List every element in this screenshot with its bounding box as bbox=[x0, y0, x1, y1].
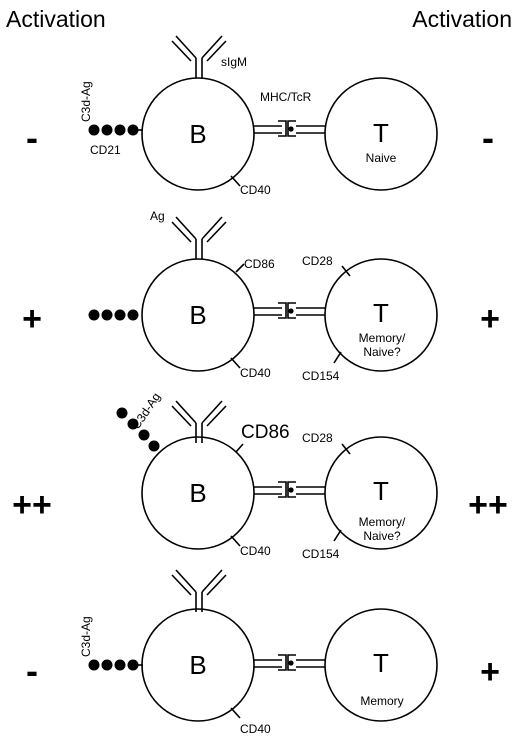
panel-2-b-label: B bbox=[189, 300, 206, 330]
panel-1-right-score: - bbox=[482, 117, 494, 158]
panel-3-t-label: T bbox=[373, 476, 389, 506]
panel-3-chain-label: C3d-Ag bbox=[129, 390, 163, 432]
panel-1-b-label: B bbox=[189, 119, 206, 149]
panel-4-b-cell bbox=[141, 608, 255, 722]
panel-1-t-label: T bbox=[373, 118, 389, 148]
panel-2-t-status-1: Memory/ bbox=[359, 331, 406, 345]
panel-4-mhc-tcr bbox=[254, 654, 325, 671]
panel-4-t-label: T bbox=[373, 648, 389, 678]
panel-2-cd86-label: CD86 bbox=[244, 257, 275, 271]
panel-1-t-status: Naive bbox=[366, 151, 397, 165]
panel-1-mhc-tcr bbox=[254, 120, 325, 137]
panel-4-cd40-label: CD40 bbox=[240, 722, 271, 736]
panel-1-cd40-label: CD40 bbox=[240, 183, 271, 197]
panel-2-t-cell bbox=[324, 258, 438, 372]
panel-4-antibody bbox=[171, 569, 227, 612]
panel-4-b-label: B bbox=[189, 650, 206, 680]
panel-1-antibody bbox=[171, 35, 227, 78]
panel-2-t-label: T bbox=[373, 298, 389, 328]
panel-2-right-score: + bbox=[480, 300, 500, 338]
panel-3-cd86-label: CD86 bbox=[241, 422, 290, 443]
panel-1-b-cell bbox=[141, 77, 255, 191]
panel-2-mhc-tcr bbox=[254, 302, 325, 319]
panel-1-t-cell bbox=[324, 77, 438, 191]
panel-3-b-cell bbox=[141, 436, 255, 550]
panel-4-chain-label: C3d-Ag bbox=[79, 616, 93, 657]
panel-3-antibody bbox=[171, 400, 227, 443]
panel-2-cd154-label: CD154 bbox=[302, 369, 340, 383]
panel-3-cd28-label: CD28 bbox=[302, 431, 333, 445]
panel-3-c3d-chain bbox=[116, 407, 160, 452]
panel-3-cd40-label: CD40 bbox=[240, 544, 271, 558]
panel-4-left-score: - bbox=[26, 650, 38, 691]
panel-3-t-status-2: Naive? bbox=[363, 529, 401, 543]
panel-1-interface-label: MHC/TcR bbox=[260, 90, 312, 104]
panel-4-t-status: Memory bbox=[360, 694, 403, 708]
panel-1-cd21-label: CD21 bbox=[90, 143, 121, 157]
activation-header-right: Activation bbox=[412, 6, 512, 32]
panel-3-cd154-label: CD154 bbox=[302, 547, 340, 561]
panel-4-right-score: + bbox=[480, 653, 500, 691]
panel-2: + + Ag B CD86 CD40 T CD28 CD154 bbox=[22, 209, 500, 383]
panel-2-antibody bbox=[171, 216, 227, 259]
panel-3: ++ ++ C3d-Ag B CD86 CD40 T CD28 bbox=[12, 390, 508, 561]
panel-4-c3d-chain bbox=[88, 659, 139, 671]
panel-1-receptor-label: sIgM bbox=[221, 55, 247, 69]
panel-4: - + C3d-Ag B CD40 T Memory bbox=[26, 569, 500, 736]
panel-2-dot-chain bbox=[88, 309, 139, 321]
panel-2-cd28-label: CD28 bbox=[302, 254, 333, 268]
panel-3-b-label: B bbox=[189, 478, 206, 508]
panel-1: - - sIgM C3d-Ag CD21 B MHC/TcR bbox=[26, 35, 494, 197]
panel-2-antigen-label: Ag bbox=[150, 209, 165, 223]
panel-2-t-status-2: Naive? bbox=[363, 345, 401, 359]
panel-3-left-score: ++ bbox=[12, 486, 52, 524]
panel-1-c3d-chain bbox=[88, 124, 139, 136]
panel-3-right-score: ++ bbox=[468, 486, 508, 524]
panel-3-t-cell bbox=[324, 436, 438, 550]
panel-1-chain-label: C3d-Ag bbox=[79, 81, 93, 122]
panel-3-t-status-1: Memory/ bbox=[359, 515, 406, 529]
panel-4-t-cell bbox=[324, 608, 438, 722]
panel-1-left-score: - bbox=[26, 117, 38, 158]
activation-header-left: Activation bbox=[6, 6, 106, 32]
panel-2-cd40-label: CD40 bbox=[240, 366, 271, 380]
panel-3-mhc-tcr bbox=[254, 481, 325, 498]
panel-2-left-score: + bbox=[22, 300, 42, 338]
